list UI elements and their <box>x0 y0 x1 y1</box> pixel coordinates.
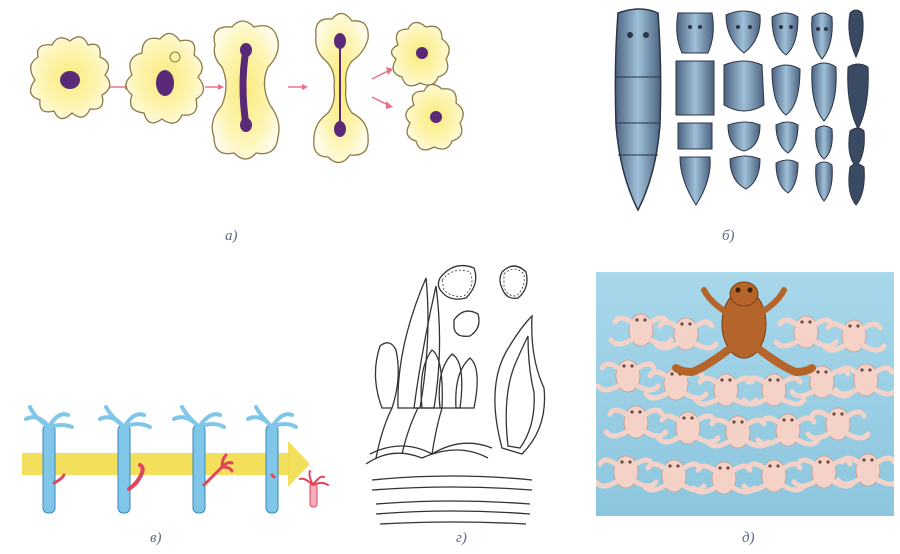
fungal-hyphae <box>372 476 532 524</box>
planarian-whole-worm <box>615 9 660 210</box>
amoeba-cell-2 <box>126 33 204 123</box>
panel-d-cloned-frogs-photo <box>596 272 894 516</box>
caption-panel-d: д) <box>742 530 755 547</box>
panel-g-sporulation <box>362 258 557 533</box>
sporangia-cluster <box>366 278 492 464</box>
amoeba-cell-1 <box>31 37 110 119</box>
amoeba-cell-3-dividing <box>212 21 279 159</box>
planarian-fragments-column-3 <box>772 13 800 193</box>
planarian-fragments-column-2 <box>724 11 764 189</box>
amoeba-daughter-cell-1 <box>391 22 449 85</box>
panel-b-planarian-regeneration <box>600 5 895 215</box>
amoeba-daughter-cell-2 <box>406 84 463 149</box>
arrow-5-down <box>372 97 388 105</box>
caption-panel-v: в) <box>150 530 162 547</box>
planarian-fragments-column-5 <box>848 10 869 205</box>
arrow-4-up <box>372 71 388 79</box>
caption-panel-b: б) <box>722 228 735 245</box>
panel-a-amoeba-division <box>10 5 480 180</box>
caption-panel-a: а) <box>225 228 238 245</box>
caption-panel-g: г) <box>456 530 467 547</box>
planarian-fragments-column-1 <box>676 13 714 205</box>
hydra-detached-bud <box>300 471 328 507</box>
amoeba-cell-4-pinching <box>314 13 368 162</box>
free-spores <box>438 266 527 337</box>
elongate-sporangium <box>495 316 545 454</box>
planarian-fragments-column-4 <box>812 13 837 201</box>
panel-v-hydra-budding <box>10 405 340 515</box>
